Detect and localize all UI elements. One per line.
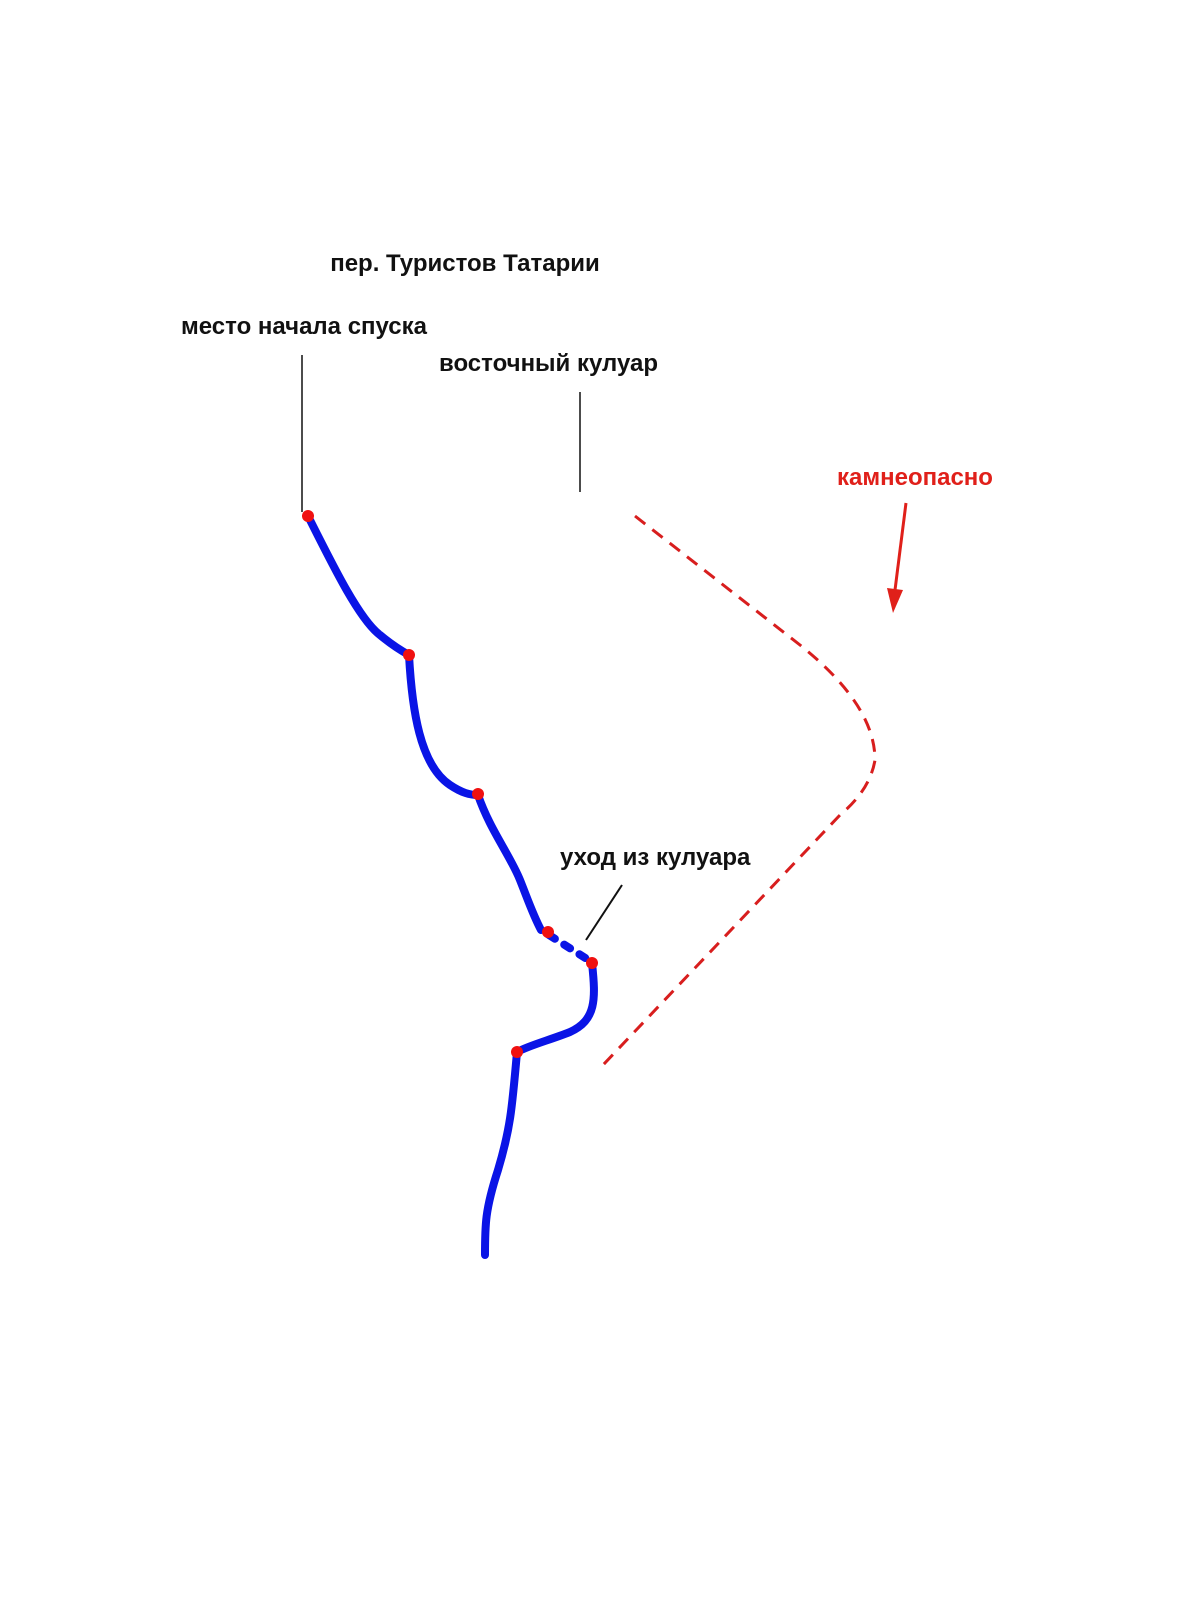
descent-route-upper (304, 512, 545, 934)
waypoint-descent-start (302, 510, 314, 522)
couloir-exit-traverse (545, 931, 594, 965)
waypoint-6 (511, 1046, 523, 1058)
rockfall-arrow-shaft (893, 502, 908, 591)
waypoint-couloir-exit-end (586, 957, 598, 969)
waypoint-3 (472, 788, 484, 800)
couloir-exit-leader (585, 884, 623, 941)
waypoint-2 (403, 649, 415, 661)
waypoint-couloir-exit-start (542, 926, 554, 938)
descent-route-lower (481, 959, 598, 1259)
east-couloir-label: восточный кулуар (439, 350, 658, 377)
rockfall-danger-label: камнеопасно (837, 464, 993, 491)
rockfall-arrow-head (887, 588, 903, 613)
couloir-exit-label: уход из кулуара (560, 844, 751, 871)
pass-name-label: пер. Туристов Татарии (330, 250, 600, 277)
rockfall-hazard-line (601, 514, 877, 1067)
descent-start-label: место начала спуска (181, 313, 428, 340)
